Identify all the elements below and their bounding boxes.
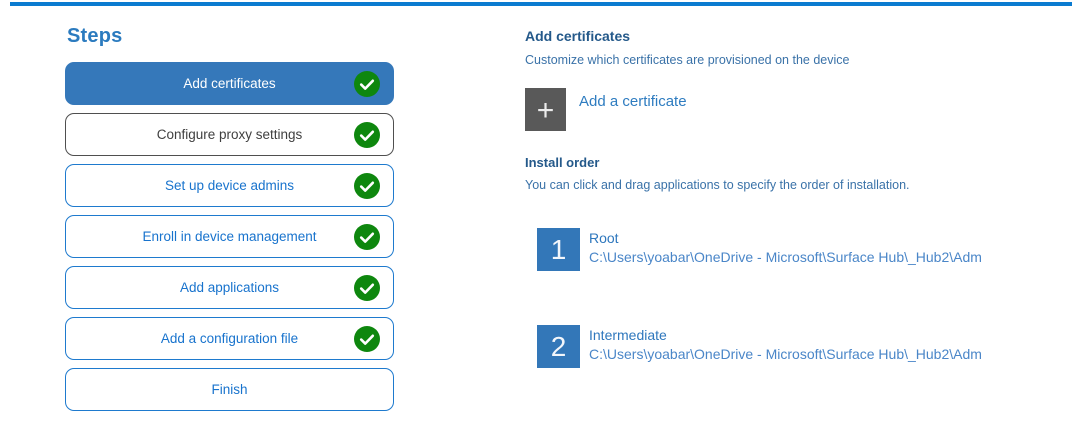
steps-panel: Steps Add certificates Configure proxy s… [65,25,397,411]
step-label: Configure proxy settings [156,127,303,142]
install-item-text: Root C:\Users\yoabar\OneDrive - Microsof… [589,228,1019,271]
step-label: Add applications [179,280,280,295]
step-label: Set up device admins [164,178,295,193]
step-label: Finish [211,382,248,397]
step-label: Add a configuration file [160,331,299,346]
install-item-text: Intermediate C:\Users\yoabar\OneDrive - … [589,325,1019,368]
install-order-item-intermediate[interactable]: 2 Intermediate C:\Users\yoabar\OneDrive … [537,325,1019,368]
steps-panel-title: Steps [67,25,123,47]
top-accent-bar [10,2,1072,6]
order-number: 1 [550,233,567,265]
step-finish[interactable]: Finish [65,368,394,411]
add-certificate-button[interactable]: + Add a certificate [525,88,687,131]
certificate-path: C:\Users\yoabar\OneDrive - Microsoft\Sur… [589,249,982,265]
install-order-item-root[interactable]: 1 Root C:\Users\yoabar\OneDrive - Micros… [537,228,1019,271]
plus-button[interactable]: + [525,88,566,131]
check-icon [354,172,380,199]
steps-list: Add certificates Configure proxy setting… [65,62,394,411]
plus-icon: + [536,93,555,127]
step-configure-proxy-settings[interactable]: Configure proxy settings [65,113,394,156]
content-subtitle: Customize which certificates are provisi… [525,53,850,67]
step-label: Add certificates [183,76,276,91]
step-add-a-configuration-file[interactable]: Add a configuration file [65,317,394,360]
step-label: Enroll in device management [142,229,317,244]
check-icon [354,223,380,250]
certificate-name: Root [589,230,619,246]
step-enroll-in-device-management[interactable]: Enroll in device management [65,215,394,258]
add-certificate-label: Add a certificate [579,93,687,110]
order-number-badge: 2 [537,325,580,368]
step-set-up-device-admins[interactable]: Set up device admins [65,164,394,207]
install-order-description: You can click and drag applications to s… [525,178,910,192]
content-title: Add certificates [525,28,631,44]
order-number-badge: 1 [537,228,580,271]
certificate-name: Intermediate [589,327,667,343]
check-icon [354,121,380,148]
step-add-applications[interactable]: Add applications [65,266,394,309]
check-icon [354,70,380,97]
step-content-pane: Add certificates Customize which certifi… [525,28,1065,368]
step-add-certificates[interactable]: Add certificates [65,62,394,105]
order-number: 2 [550,330,567,362]
check-icon [354,274,380,301]
install-order-title: Install order [525,155,600,170]
certificate-path: C:\Users\yoabar\OneDrive - Microsoft\Sur… [589,346,982,362]
check-icon [354,325,380,352]
